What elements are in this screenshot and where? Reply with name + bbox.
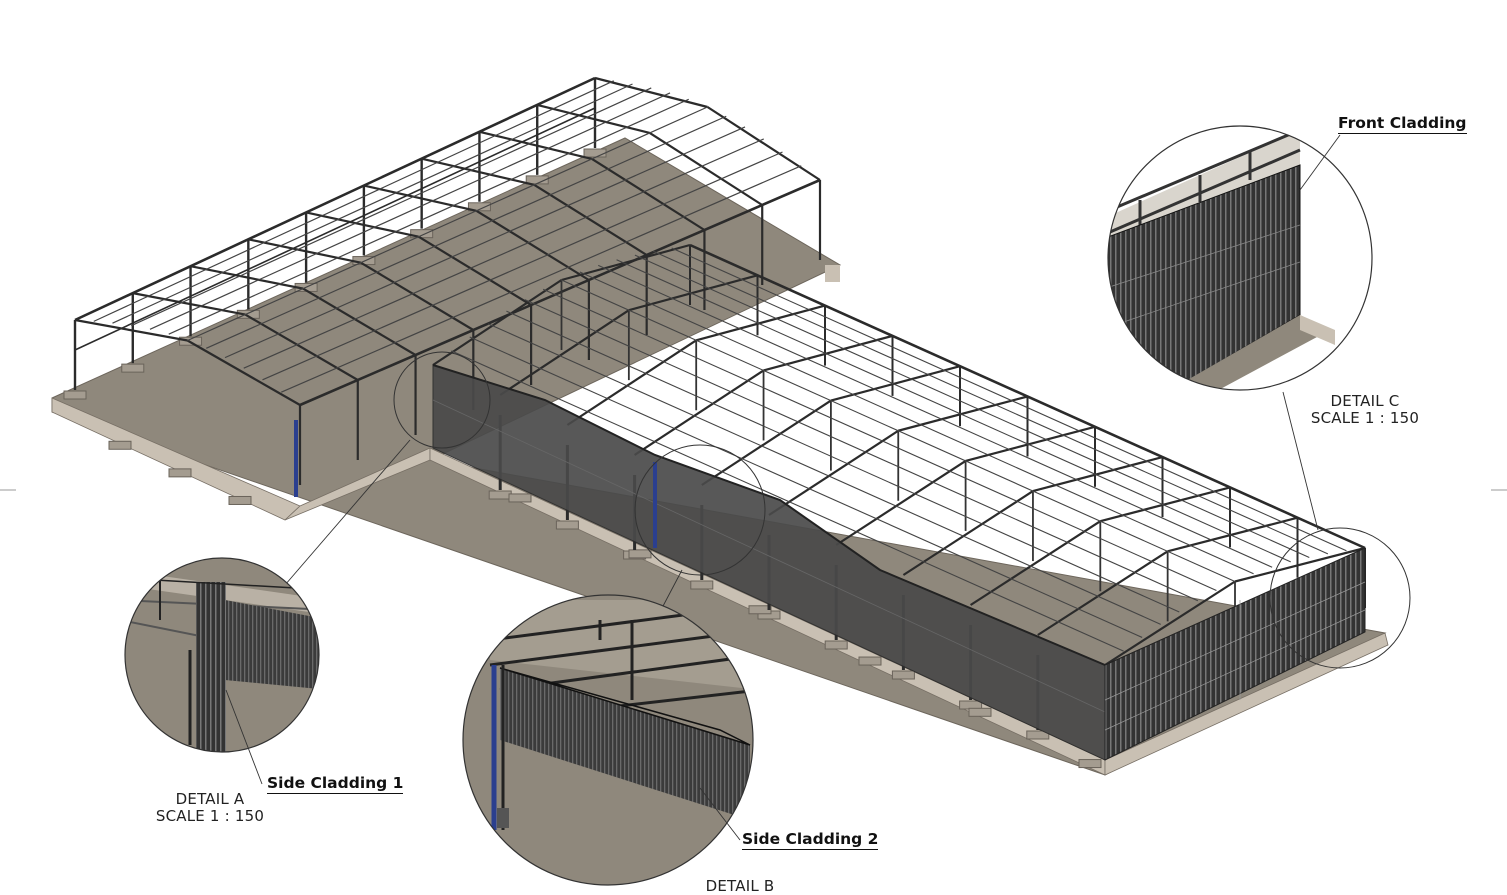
detail-b-view — [462, 594, 754, 886]
detail-c-title: DETAIL C — [1330, 392, 1400, 410]
detail-a-title: DETAIL A — [175, 790, 245, 808]
side-cladding-2-label: Side Cladding 2 — [742, 830, 879, 850]
front-cladding-label: Front Cladding — [1338, 114, 1467, 134]
detail-a-view — [124, 557, 320, 753]
detail-a-marker — [393, 351, 491, 449]
detail-c-view — [1107, 125, 1373, 391]
detail-a-scale: SCALE 1 : 150 — [155, 807, 265, 825]
side-cladding-wall — [432, 364, 1106, 761]
detail-c-marker — [1269, 527, 1411, 669]
front-cladding-wall — [1104, 547, 1366, 761]
detail-b-title: DETAIL B — [705, 877, 775, 895]
side-cladding-1-label: Side Cladding 1 — [267, 774, 404, 794]
detail-b-marker — [634, 444, 766, 576]
detail-c-scale: SCALE 1 : 150 — [1310, 409, 1420, 427]
